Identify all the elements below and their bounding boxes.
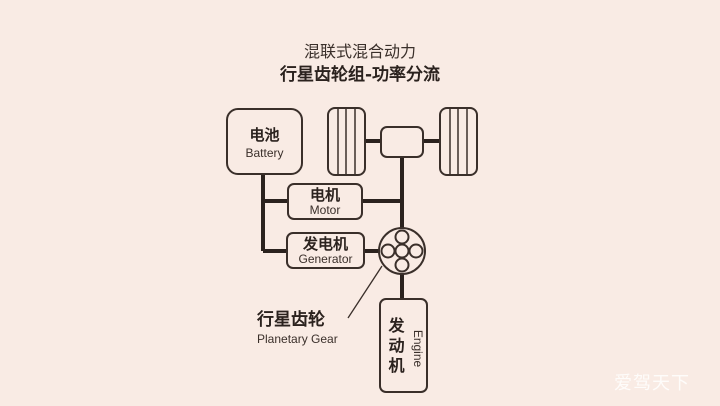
planetary-gear-label-cn: 行星齿轮	[257, 310, 325, 330]
generator-box: 发电机 Generator	[286, 232, 365, 269]
leader-line	[347, 265, 383, 319]
generator-label-en: Generator	[298, 252, 353, 266]
motor-label-en: Motor	[309, 203, 341, 217]
motor-box: 电机 Motor	[287, 183, 363, 220]
watermark: 爱驾天下	[614, 373, 690, 394]
wheel-left-icon	[327, 107, 366, 176]
title-line2: 行星齿轮组-功率分流	[279, 65, 441, 85]
planetary-gear-label-en: Planetary Gear	[257, 332, 338, 346]
battery-label-en: Battery	[245, 146, 284, 160]
differential-box	[380, 126, 424, 158]
engine-label-en: Engine	[411, 329, 426, 368]
engine-label-cn: 发动机	[388, 316, 405, 375]
battery-box: 电池 Battery	[226, 108, 303, 175]
planetary-gear-icon	[378, 227, 426, 275]
battery-label-cn: 电池	[249, 126, 280, 144]
motor-label-cn: 电机	[309, 186, 340, 204]
wheel-right-icon	[439, 107, 478, 176]
engine-box: 发动机 Engine	[379, 298, 428, 393]
generator-label-cn: 发电机	[302, 235, 348, 253]
title-line1: 混联式混合动力	[303, 42, 416, 61]
